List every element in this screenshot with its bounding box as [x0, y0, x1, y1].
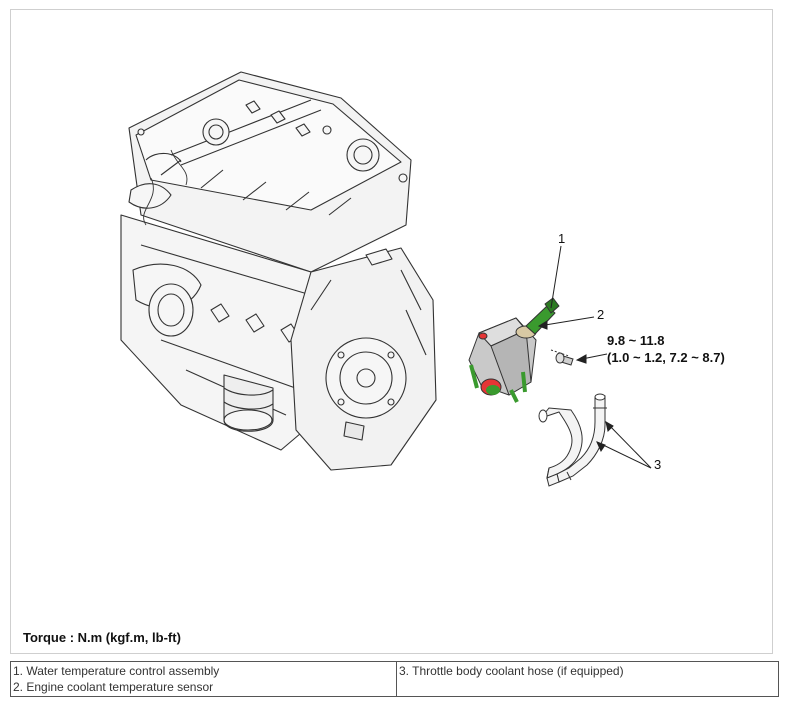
callout-leaders	[537, 245, 652, 469]
callout-2: 2	[597, 307, 604, 322]
legend-item-2: 2. Engine coolant temperature sensor	[13, 680, 214, 694]
mounting-bolt	[550, 349, 574, 366]
engine-block-drawing	[120, 71, 437, 471]
exploded-view-illustration: 1 2 3 9.8 ~ 11.8 (1.0 ~ 1.2, 7.2 ~ 8.7)	[120, 71, 725, 487]
legend-cell-left: 1. Water temperature control assembly 2.…	[10, 661, 397, 697]
water-temperature-control-assembly	[468, 297, 560, 403]
callout-3: 3	[654, 457, 661, 472]
legend-item-1: 1. Water temperature control assembly	[13, 664, 220, 678]
torque-spec-line-2: (1.0 ~ 1.2, 7.2 ~ 8.7)	[607, 350, 725, 365]
component-legend-table: 1. Water temperature control assembly 2.…	[10, 661, 779, 697]
legend-row: 1. Water temperature control assembly 2.…	[10, 661, 779, 697]
figure-frame: 1 2 3 9.8 ~ 11.8 (1.0 ~ 1.2, 7.2 ~ 8.7) …	[10, 9, 773, 654]
legend-item-3: 3. Throttle body coolant hose (if equipp…	[399, 664, 624, 678]
torque-units-note: Torque : N.m (kgf.m, lb-ft)	[23, 630, 181, 645]
torque-spec-line-1: 9.8 ~ 11.8	[607, 333, 664, 348]
callout-1: 1	[558, 231, 565, 246]
legend-cell-right: 3. Throttle body coolant hose (if equipp…	[396, 661, 779, 697]
throttle-body-coolant-hoses	[538, 393, 607, 487]
